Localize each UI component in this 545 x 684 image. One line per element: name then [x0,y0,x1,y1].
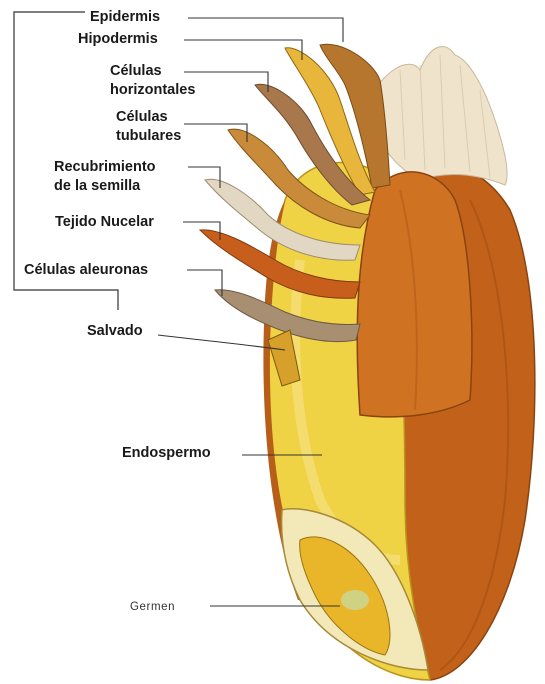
label-celulas-tubulares-line1: Células [116,108,181,127]
label-celulas-horizontales-line1: Células [110,62,195,81]
label-epidermis: Epidermis [90,8,160,27]
label-recubrimiento-semilla: Recubrimiento de la semilla [54,158,156,196]
label-celulas-tubulares: Células tubulares [116,108,181,146]
label-germen: Germen [130,598,175,617]
label-celulas-horizontales: Células horizontales [110,62,195,100]
label-celulas-horizontales-line2: horizontales [110,81,195,100]
label-celulas-aleuronas: Células aleuronas [24,261,148,280]
label-recubrimiento-line2: de la semilla [54,177,156,196]
label-recubrimiento-line1: Recubrimiento [54,158,156,177]
label-celulas-tubulares-line2: tubulares [116,127,181,146]
label-hipodermis: Hipodermis [78,30,158,49]
label-tejido-nucelar: Tejido Nucelar [55,213,154,232]
label-salvado: Salvado [87,322,143,341]
label-endospermo: Endospermo [122,444,211,463]
